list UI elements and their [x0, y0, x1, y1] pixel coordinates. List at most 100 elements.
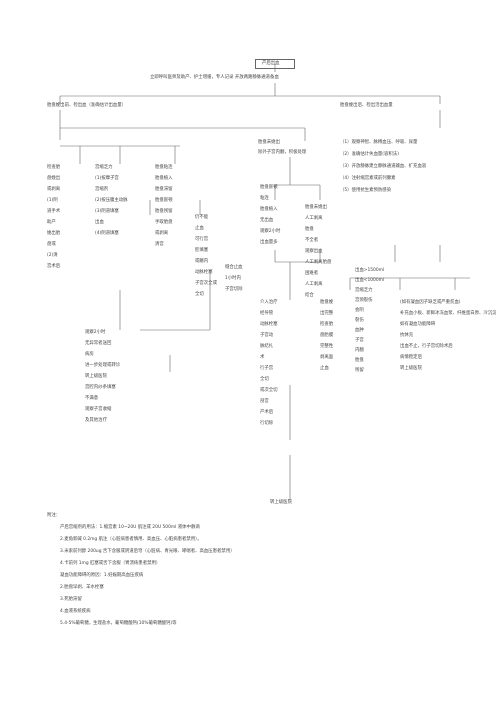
left-bottom-text: 不满意: [85, 396, 99, 401]
left-step-text: 娩出胎: [47, 231, 61, 236]
right-col-text: 血肿: [355, 328, 364, 333]
left-bottom-text: 宫腔内纱条填塞: [85, 385, 116, 390]
right-col-text: 宫颈裂伤: [355, 298, 373, 303]
right-item: （2）准确估计失血量(容积法): [340, 152, 399, 157]
right-item: （1）观察神智、脉搏血压、呼吸、尿量: [340, 140, 418, 145]
left-step-text: 胎盘滞留: [155, 187, 173, 192]
left-step-text: 胎盘植入: [155, 176, 173, 181]
left-bottom-text: 转上级医院: [85, 374, 107, 379]
mid-step-text: 仍不能: [195, 215, 209, 220]
note-line: 凝血功能障碍的原因：1.妊娠期高血压疾病: [60, 573, 144, 578]
right-tail-text: 病情稳定后: [400, 355, 422, 360]
left-bottom-text: 病房: [85, 352, 94, 357]
left-bottom-text: 观察子宫收缩: [85, 407, 112, 412]
left-bottom-text: 进一步处理或转诊: [85, 363, 121, 368]
center-step-text: 行子宫: [260, 366, 274, 371]
note-line: 4.卡前列 1mg 肛塞或舌下含服（胃溃疡患者禁用）: [60, 561, 161, 566]
center-step-text: 子宫动: [260, 333, 274, 338]
left-step-text: 助产: [47, 220, 56, 225]
center-step-text: 介入治疗: [260, 300, 278, 305]
first-step: 立即呼叫医师及助产、护士增援，专人记录 开放两路静脉通道备血: [150, 75, 279, 80]
note-line: 3.死胎滞留: [60, 597, 82, 602]
mid-step-text: 动脉栓塞: [195, 270, 213, 275]
center-step-text: 行切除: [260, 421, 274, 426]
right-col-text: 裂伤: [355, 318, 364, 323]
center-step-text: 胎盘娩: [320, 300, 334, 305]
left-step-text: 或剥离: [155, 231, 169, 236]
center-step-text: 胎盘嵌顿: [260, 185, 278, 190]
right-tail-text: 补充血小板、新鲜冰冻血浆、纤维蛋白原、冷沉淀等: [400, 311, 496, 316]
left-step-text: 胎盘粘连: [155, 165, 173, 170]
center-step-text: 胎盘: [305, 227, 314, 232]
center-head: 胎盘未娩出: [258, 140, 280, 145]
left-step-text: 宫术后: [47, 264, 61, 269]
center-step-text: 全切: [260, 377, 269, 382]
center-step-text: 产术后: [260, 410, 274, 415]
left-step-text: (1)按摩子宫: [95, 176, 119, 181]
center-step-text: 不全者: [305, 238, 319, 243]
right-col-text: 出血>1500ml: [355, 268, 385, 273]
note-line: 产后宫缩剂的用法：1.缩宫素 10~20U 肌注或 20U 500ml 液体中静…: [60, 525, 200, 530]
center-step-text: 粘连: [260, 196, 269, 201]
center-step-text: 经导管: [260, 311, 274, 316]
note-line: 3.米索前列醇 200ug 舌下含服或阴道后穹（心脏病、青光眼、哮喘者、高血压患…: [60, 549, 235, 554]
right-col-text: 残留: [355, 368, 364, 373]
center-step-text: 观察出血: [305, 249, 323, 254]
center-step-text: 结合: [305, 293, 314, 298]
right-tail-text: (如有凝血因子缺乏或严重贫血): [400, 300, 461, 305]
center-step-text: 出血量多: [260, 240, 278, 245]
right-col-text: 子宫: [355, 338, 364, 343]
right-col-text: 宫缩乏力: [355, 288, 373, 293]
center-step-text: 胎盘未娩出: [305, 205, 327, 210]
center-step-text: 胎盘植入: [260, 207, 278, 212]
center-step-text: 剥离面: [320, 355, 334, 360]
left-step-text: 出血: [95, 220, 104, 225]
left-step-text: 或剥离: [47, 187, 61, 192]
note-line: 2.胎盘早剥、羊水栓塞: [60, 585, 104, 590]
right-tail-text: 抗休克: [400, 333, 414, 338]
left-bottom-text: 及其他治疗: [85, 418, 107, 423]
center-step-text: 脉结扎: [260, 344, 274, 349]
note-line: 5.4-5%葡萄糖，生理盐水，葡萄糖酸钙(10%葡萄糖酸钙)等: [60, 621, 177, 626]
left-bottom-text: 观察2小时: [85, 330, 106, 335]
mid-step-text: 1小时内: [225, 276, 241, 281]
left-step-text: 胎盘嵌顿: [155, 198, 173, 203]
left-step-text: (4)阴道填塞: [95, 231, 119, 236]
right-item: （5）使用抗生素预防感染: [340, 188, 392, 193]
notes-header: 附注：: [47, 513, 61, 518]
center-step-text: 观察2小时: [260, 229, 281, 234]
center-sub: 除外子宫内翻，积极处理: [258, 150, 307, 155]
left-step-text: (2)按压腹主动脉: [95, 198, 128, 203]
note-line: 4.血液系统疾病: [60, 609, 91, 614]
right-col-text: 出血<1000ml: [355, 278, 385, 283]
center-step-text: 困难者: [305, 271, 319, 276]
center-step-text: 动脉栓塞: [260, 322, 278, 327]
center-step-text: 剖宫: [260, 399, 269, 404]
center-bottom: 转上级医院: [270, 500, 292, 505]
right-tail-text: 出血不止，行子宫切除术后: [400, 344, 453, 349]
mid-step-text: 腔填塞: [195, 248, 209, 253]
right-col-text: 内翻: [355, 348, 364, 353]
mid-step-text: 止血: [195, 226, 204, 231]
mid-step-text: 或髂内: [195, 259, 209, 264]
center-step-text: 人工剥离: [305, 282, 323, 287]
left-step-text: 道手术: [47, 209, 61, 214]
center-step-text: 完整性: [320, 344, 334, 349]
left-step-text: 检查胎: [47, 165, 61, 170]
center-step-text: 术: [260, 355, 265, 360]
right-col-text: 胎盘: [355, 358, 364, 363]
left-step-text: (1)阴: [47, 198, 58, 203]
left-step-text: 宫缩乏力: [95, 165, 113, 170]
right-col-text: 会阴: [355, 308, 364, 313]
center-step-text: 止血: [320, 366, 329, 371]
left-step-text: 盘或: [47, 242, 56, 247]
flow-title: 产后出血: [262, 61, 280, 66]
center-step-text: 人工剥离: [305, 216, 323, 221]
right-head: 胎盘娩出后、检出活出血量: [340, 103, 393, 108]
title-box: [255, 59, 295, 69]
center-step-text: 检查胎: [320, 322, 334, 327]
left-head: 胎盘娩出前、检出血（准确估计出血量）: [47, 103, 127, 108]
left-step-text: (2)清: [47, 253, 58, 258]
